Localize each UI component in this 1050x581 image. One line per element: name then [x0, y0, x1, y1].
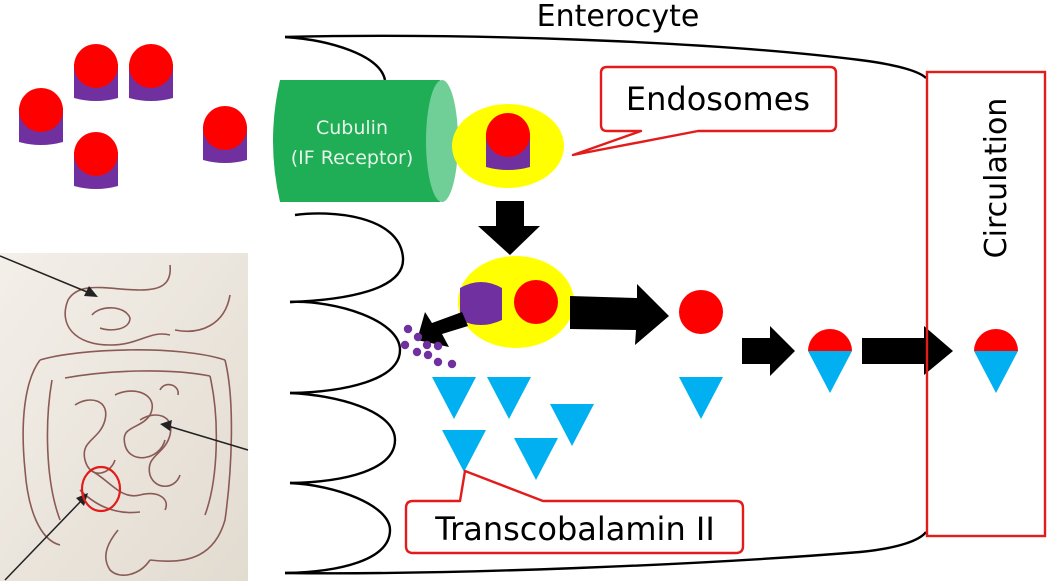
b12-if-complex [74, 44, 118, 101]
if-fragment [413, 332, 423, 342]
degraded-if-fragments [400, 324, 457, 369]
cobalamin [129, 44, 173, 88]
b12-if-complex [486, 113, 530, 170]
b12-if-complex [129, 44, 173, 101]
b12-if-complex [19, 88, 63, 145]
intrinsic-factor [460, 282, 502, 325]
enterocyte-membrane [284, 34, 927, 575]
b12-tcii-complex [808, 329, 852, 393]
microvillus [289, 391, 397, 485]
circulation-box: Circulation [925, 70, 1047, 538]
secretion-arrow-icon [862, 326, 953, 375]
cobalamin [486, 113, 530, 157]
inset-arrow-head-icon [160, 420, 172, 431]
degradation-arrow-icon [417, 312, 468, 347]
transcobalamin-callout-box [404, 469, 745, 555]
transcobalamin-ii [974, 351, 1018, 393]
free-cobalamin [514, 280, 558, 324]
if-fragment [433, 341, 443, 351]
circulation-border [925, 70, 1047, 538]
cobalamin [74, 44, 118, 88]
cubulin-label-line2: (IF Receptor) [291, 147, 414, 169]
transcobalamin-ii [432, 377, 476, 419]
inset-arrow-ileum [4, 499, 83, 581]
lumen-b12-if-complexes [19, 44, 247, 189]
cobalamin [203, 106, 247, 150]
cobalamin [19, 88, 63, 132]
cobalamin [74, 132, 118, 176]
bottom-membrane [284, 531, 927, 575]
b12-if-complex [74, 132, 118, 189]
cubulin-receptor: Cubulin (IF Receptor) [273, 80, 458, 202]
intestine-outline [22, 264, 233, 576]
inset-arrow-stomach [0, 255, 93, 295]
transcobalamin-ii [808, 351, 852, 393]
inset-arrow-jejunum [167, 425, 249, 451]
transcobalamin-ii [679, 377, 723, 419]
transcobalamin-ii [514, 438, 558, 480]
transcobalamin-ii [442, 430, 486, 472]
transcobalamin-ii-molecules [432, 377, 723, 480]
if-fragment [447, 359, 457, 369]
cubulin-body [273, 80, 440, 202]
microvillus [284, 35, 387, 81]
free-cobalamin [679, 290, 723, 334]
cobalamin [808, 329, 852, 351]
microvillus [284, 481, 392, 575]
top-membrane [284, 34, 927, 79]
terminal-ileum-highlight [80, 465, 122, 513]
cubulin-face [426, 80, 458, 202]
if-fragment [400, 340, 410, 350]
b12-tcii-complex [974, 329, 1018, 393]
enterocyte-title: Enterocyte [537, 0, 700, 34]
transcobalamin-callout: Transcobalamin II [404, 469, 745, 555]
endosomes-label: Endosomes [626, 80, 810, 118]
binding-arrow-icon [742, 326, 795, 376]
endosome-lower [458, 256, 574, 348]
if-fragment [422, 340, 432, 350]
cubulin-label-line1: Cubulin [316, 117, 388, 139]
endosomes-callout-box [571, 65, 838, 157]
transcobalamin-label: Transcobalamin II [434, 510, 715, 548]
if-fragment [412, 347, 422, 357]
if-fragment [423, 350, 433, 360]
inset-arrow-head-icon [84, 286, 98, 297]
intestine-illustration [0, 253, 249, 581]
microvillus [289, 212, 405, 304]
transcobalamin-ii [487, 377, 531, 419]
cobalamin [974, 329, 1018, 351]
endosomes-callout: Endosomes [571, 65, 838, 157]
circulation-label: Circulation [979, 98, 1014, 259]
b12-if-complex [486, 113, 530, 170]
intestine-background [0, 253, 248, 581]
if-fragment [433, 357, 443, 367]
microvillus [289, 300, 402, 395]
if-fragment [403, 324, 413, 334]
export-arrow-icon [570, 284, 669, 345]
down-arrow-icon [478, 201, 540, 255]
b12-if-complex [203, 106, 247, 163]
endosome-upper [452, 104, 564, 188]
transcobalamin-ii [550, 404, 594, 446]
